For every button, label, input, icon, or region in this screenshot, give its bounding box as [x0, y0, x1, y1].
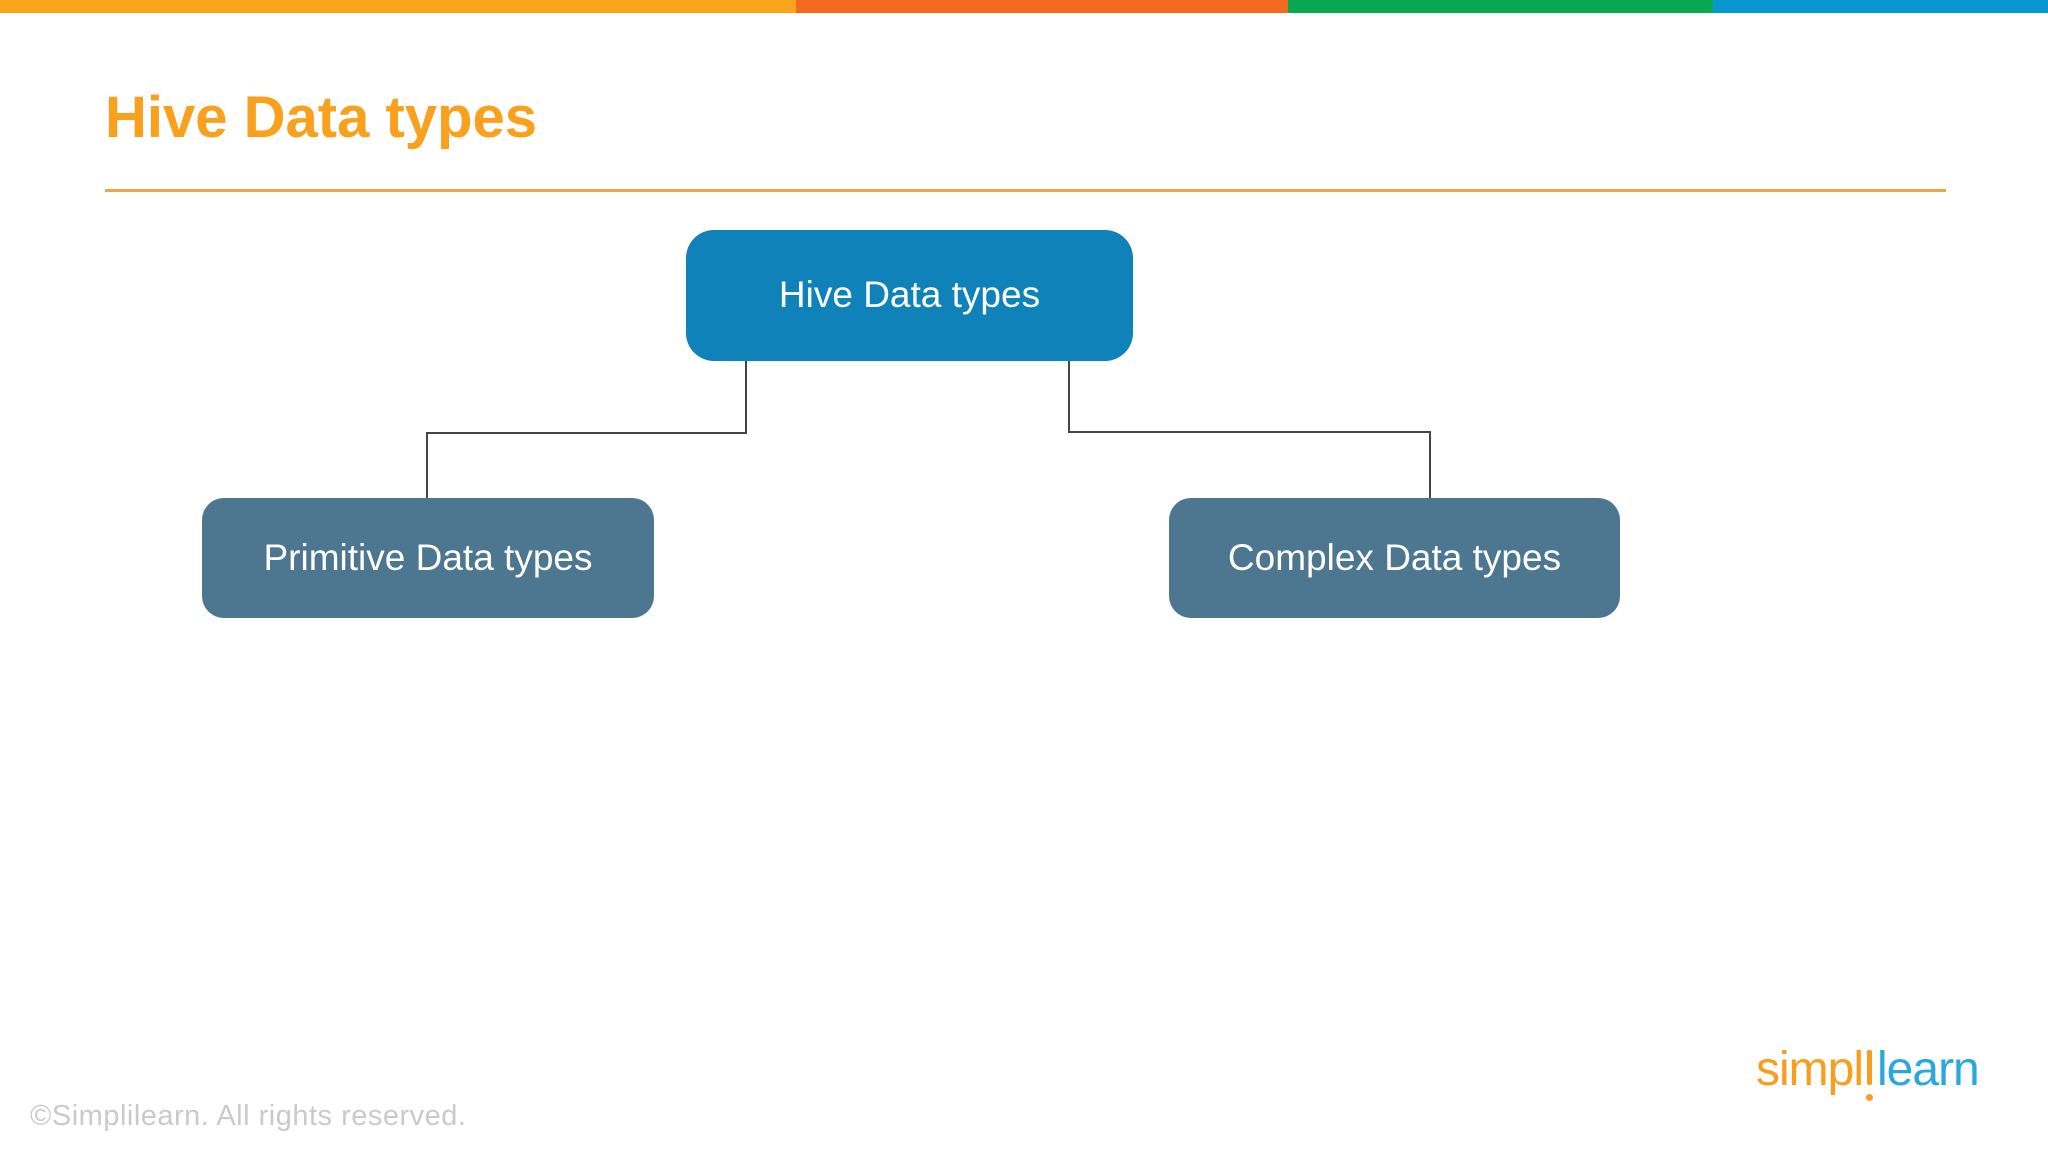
accent-segment-orange	[796, 0, 1288, 13]
node-complex-data-types: Complex Data types	[1169, 498, 1620, 618]
accent-segment-blue	[1713, 0, 2048, 13]
accent-segment-yellow	[0, 0, 796, 13]
node-label: Hive Data types	[778, 274, 1041, 316]
connector-left-vertical-bottom	[426, 432, 428, 499]
title-divider	[105, 189, 1946, 192]
node-primitive-data-types: Primitive Data types	[202, 498, 654, 618]
node-label: Complex Data types	[1227, 536, 1562, 578]
logo-text-simpl: simpl	[1756, 1043, 1864, 1096]
logo-inverted-i-icon	[1864, 1050, 1876, 1101]
connector-left-vertical-top	[745, 361, 747, 434]
page-title: Hive Data types	[105, 85, 537, 150]
node-label: Primitive Data types	[263, 536, 593, 578]
connector-right-vertical-top	[1068, 361, 1070, 433]
connector-right-horizontal	[1068, 431, 1431, 433]
connector-right-vertical-bottom	[1429, 431, 1431, 499]
node-hive-data-types: Hive Data types	[686, 230, 1133, 361]
copyright-text: ©Simplilearn. All rights reserved.	[30, 1100, 467, 1132]
logo-text-learn: learn	[1877, 1043, 1980, 1096]
connector-left-horizontal	[426, 432, 747, 434]
top-accent-bar	[0, 0, 2048, 13]
accent-segment-green	[1288, 0, 1713, 13]
